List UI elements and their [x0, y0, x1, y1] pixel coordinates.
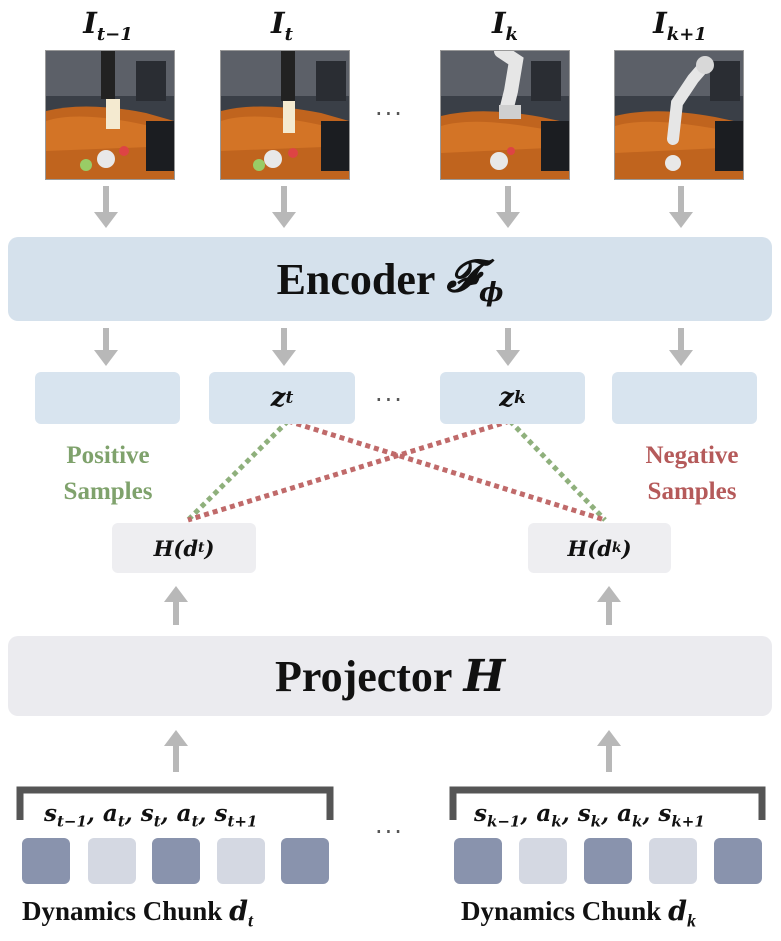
encoder-block: Encoder 𝓕ϕ [8, 237, 772, 321]
state-token [22, 838, 70, 884]
dynamics-chunk-label-t: Dynamics Chunk dt [22, 896, 253, 931]
features-ellipsis: ··· [375, 386, 404, 414]
projector-block: Projector H [8, 636, 772, 716]
dynamics-chunk-label-k: Dynamics Chunk dk [461, 896, 696, 931]
robot-frame-image [440, 50, 570, 180]
chunks-ellipsis: ··· [375, 818, 404, 846]
projector-label: Projector [274, 651, 453, 701]
frame-label-k-plus-1: Ik+1 [653, 6, 707, 45]
sequence-bracket-left [16, 786, 334, 820]
feature-box-negative [35, 372, 180, 424]
arrow-group [94, 186, 693, 772]
robot-frame-image [45, 50, 175, 180]
feature-box-negative [612, 372, 757, 424]
action-token [519, 838, 567, 884]
action-token [217, 838, 265, 884]
action-token [649, 838, 697, 884]
robot-frame-image [614, 50, 744, 180]
sequence-text-left: st−1, at, st, at, st+1 [44, 800, 258, 831]
state-token [281, 838, 329, 884]
encoder-label: Encoder [276, 254, 436, 304]
projector-symbol: H [463, 650, 506, 702]
contrastive-links [186, 418, 607, 523]
action-token [88, 838, 136, 884]
frames-ellipsis: ··· [375, 100, 404, 128]
frame-label-t-minus-1: It−1 [83, 6, 133, 45]
frame-label-k: Ik [491, 6, 519, 45]
state-token [714, 838, 762, 884]
state-token [152, 838, 200, 884]
sequence-text-right: sk−1, ak, sk, ak, sk+1 [474, 800, 705, 831]
state-token [454, 838, 502, 884]
frame-label-t: It [271, 6, 293, 45]
robot-frame-image [220, 50, 350, 180]
sequence-bracket-right [449, 786, 766, 820]
encoder-symbol: 𝓕ϕ [446, 250, 504, 308]
state-token [584, 838, 632, 884]
